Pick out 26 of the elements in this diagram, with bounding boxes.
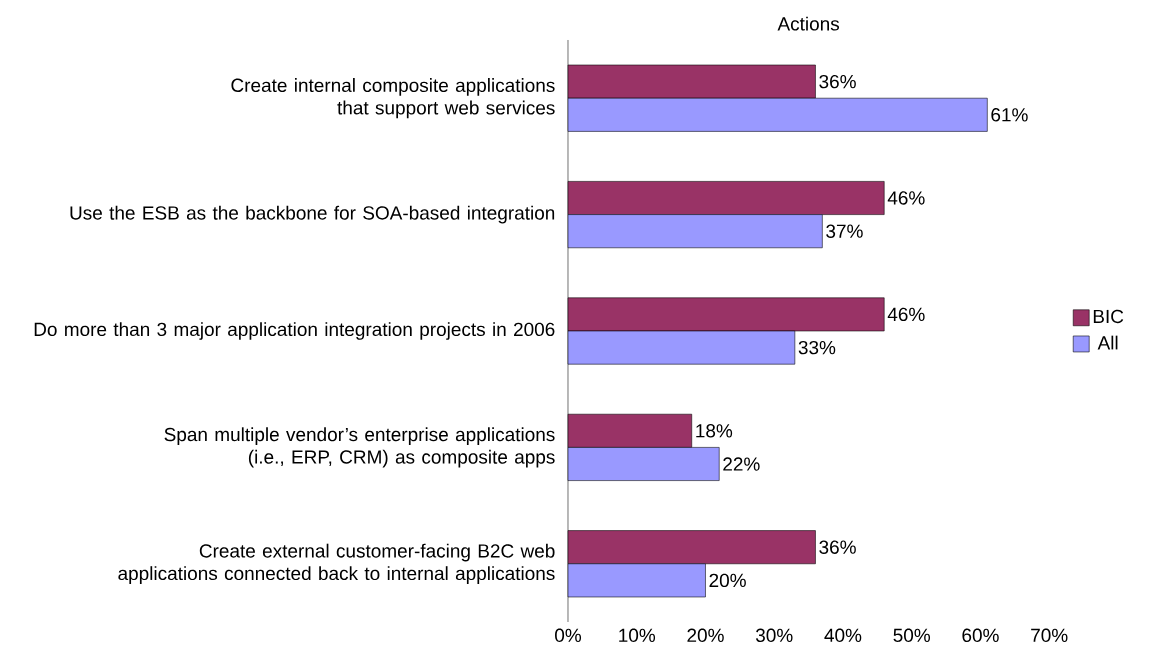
y-tick-label: Create internal composite applications that support web services (231, 78, 555, 119)
x-tick-label: 30% (755, 628, 793, 643)
x-tick-label: 70% (1031, 628, 1068, 643)
chart-title: Actions (777, 16, 840, 31)
data-label: 46% (887, 191, 925, 205)
y-tick-label: Create external customer-facing B2C web applications connected back to internal applications (118, 543, 555, 584)
y-tick-label: Span multiple vendor’s enterprise applications (i.e., ERP, CRM) as composite apps (164, 427, 555, 468)
x-tick-label: 40% (824, 628, 862, 643)
y-tick-label: Use the ESB as the backbone for SOA-based integration (70, 205, 555, 224)
data-label: 61% (991, 108, 1028, 122)
x-tick-label: 20% (687, 628, 724, 643)
x-tick-label: 50% (893, 628, 931, 643)
data-label: 46% (887, 307, 925, 322)
x-tick-label: 10% (619, 628, 656, 643)
x-tick-label: 60% (962, 628, 999, 643)
data-label: 22% (723, 457, 760, 471)
x-tick-label: 0% (555, 628, 582, 643)
data-label: 36% (819, 74, 856, 89)
data-label: 18% (696, 424, 733, 438)
data-label: 36% (819, 540, 856, 554)
legend-label: All (1097, 335, 1118, 350)
data-label: 37% (826, 224, 863, 238)
data-label: 20% (709, 573, 746, 588)
legend-label: BIC (1093, 309, 1124, 324)
y-tick-label: Do more than 3 major application integration projects in 2006 (34, 322, 555, 340)
data-label: 33% (798, 340, 836, 355)
